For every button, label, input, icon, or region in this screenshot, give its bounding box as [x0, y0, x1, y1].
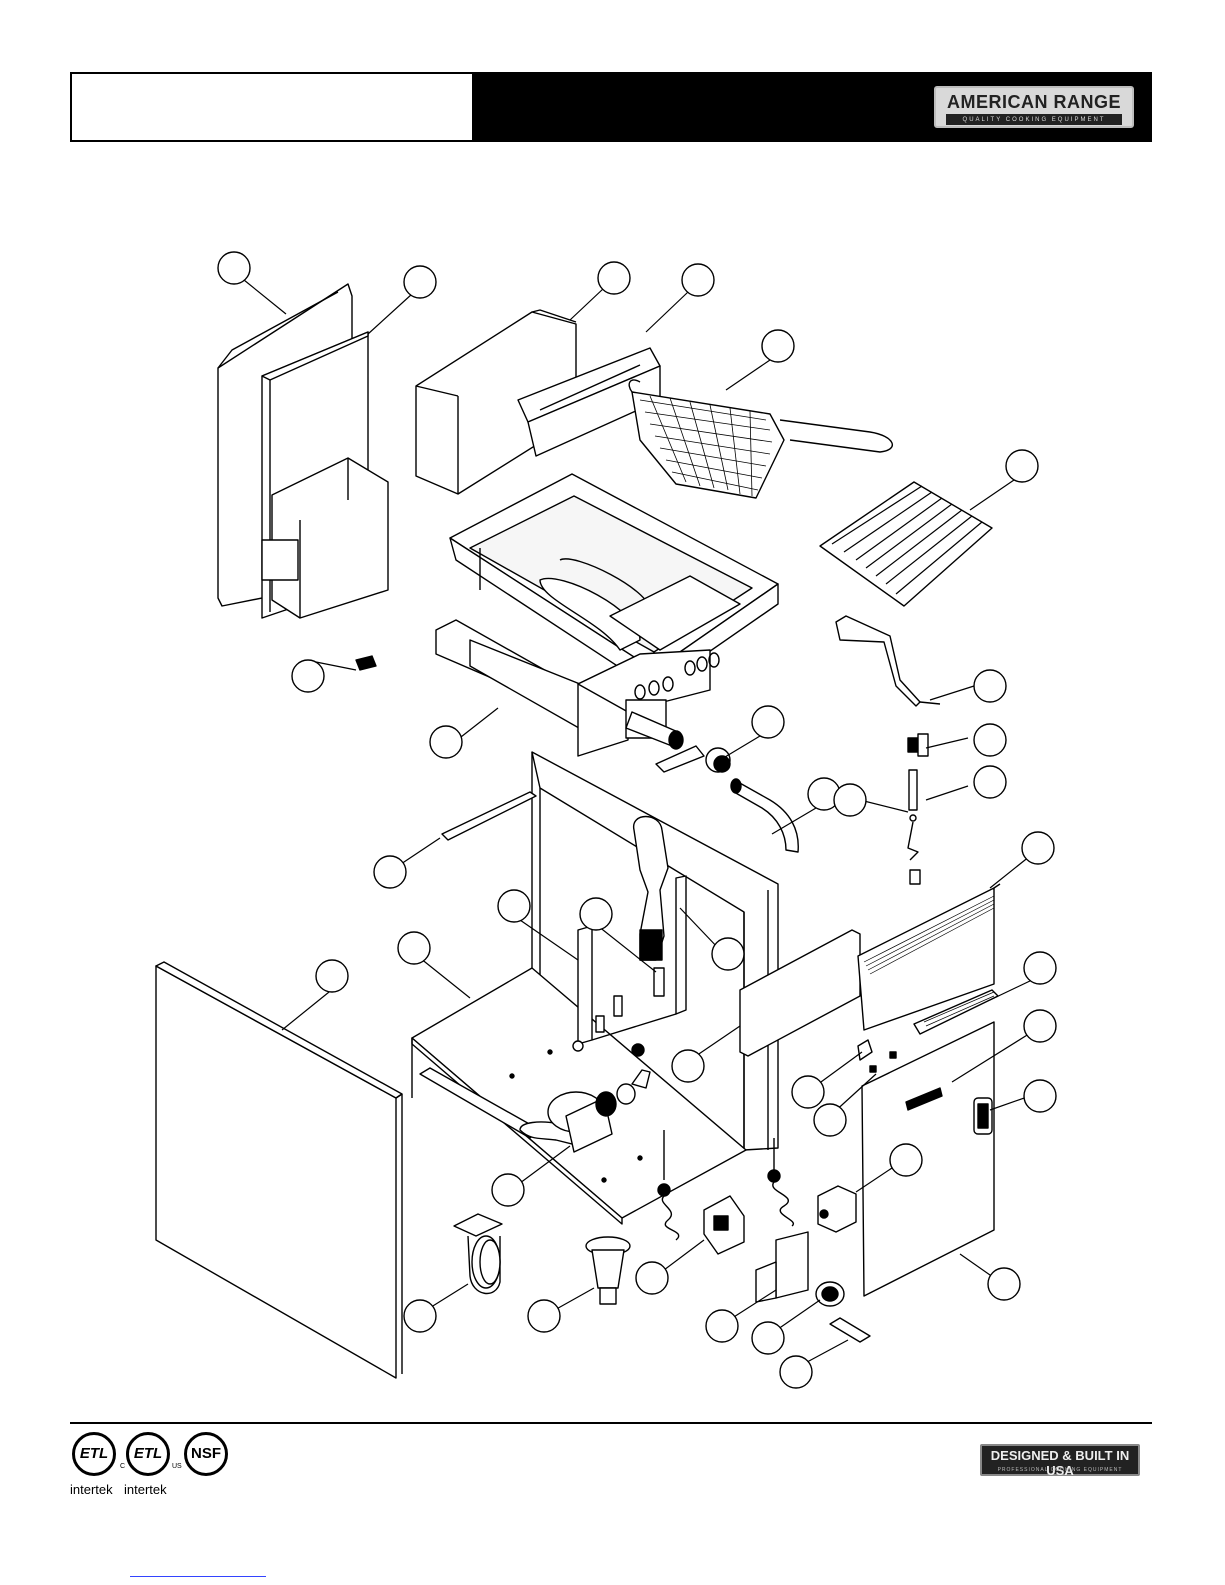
nsf-mark: NSF: [184, 1432, 228, 1476]
bottom-kick-plate: [830, 1318, 870, 1342]
callout-circle: [752, 706, 784, 738]
callout-circle: [492, 1174, 524, 1206]
temperature-probe: [908, 770, 920, 884]
callout-circle: [974, 670, 1006, 702]
footer-rule: [70, 1422, 1152, 1424]
callout-circle: [706, 1310, 738, 1342]
cabinet-door: [862, 1022, 994, 1296]
caster-wheel: [454, 1214, 502, 1293]
front-control-panel: [858, 884, 1000, 1030]
callout-circle: [834, 784, 866, 816]
callout-circle: [792, 1076, 824, 1108]
callout-circle: [1006, 450, 1038, 482]
junction-box: [818, 1186, 856, 1232]
fry-pot: [436, 474, 778, 756]
callout-circle: [636, 1262, 668, 1294]
callout-circle: [498, 890, 530, 922]
callout-circle: [814, 1104, 846, 1136]
callout-circle: [974, 766, 1006, 798]
thermocouple-right: [768, 1138, 793, 1226]
control-knob: [816, 1282, 844, 1306]
callout-circle: [528, 1300, 560, 1332]
callout-circle: [682, 264, 714, 296]
cert-us-label: US: [172, 1463, 182, 1470]
callout-circle: [218, 252, 250, 284]
callout-circle: [430, 726, 462, 758]
designed-built-usa-badge: DESIGNED & BUILT IN USA PROFESSIONAL COO…: [980, 1444, 1140, 1476]
callout-circle: [1024, 1080, 1056, 1112]
badge-sub-text: PROFESSIONAL COOKING EQUIPMENT: [982, 1467, 1138, 1473]
heat-shield-bracket: [836, 616, 940, 706]
callout-circle: [598, 262, 630, 294]
callout-circle: [404, 266, 436, 298]
callout-circle: [974, 724, 1006, 756]
callout-circle: [988, 1268, 1020, 1300]
basket-rack: [820, 482, 992, 606]
top-cross-rail: [442, 792, 536, 840]
flue-box: [262, 332, 388, 618]
callout-circle: [374, 856, 406, 888]
badge-main-text: DESIGNED & BUILT IN USA: [982, 1448, 1138, 1478]
pilot-burner: [596, 968, 664, 1032]
callout-circle: [1024, 952, 1056, 984]
control-bracket: [756, 1232, 808, 1302]
callout-circle: [1024, 1010, 1056, 1042]
callout-circle: [398, 932, 430, 964]
callout-circle: [762, 330, 794, 362]
callout-circle: [780, 1356, 812, 1388]
left-side-panel: [156, 962, 402, 1378]
drain-extension: [731, 779, 798, 852]
intertek-label-2: intertek: [124, 1482, 167, 1497]
door-hinge: [858, 1040, 896, 1072]
small-clip: [356, 656, 376, 670]
callout-circle: [752, 1322, 784, 1354]
callout-circle: [712, 938, 744, 970]
adjustable-leg: [586, 1237, 630, 1304]
callout-circle: [580, 898, 612, 930]
etl-c-us-mark: ETL: [126, 1432, 170, 1476]
callout-circle: [316, 960, 348, 992]
callout-circle: [404, 1300, 436, 1332]
fry-basket: [629, 380, 892, 498]
callout-circle: [292, 660, 324, 692]
callout-circle: [890, 1144, 922, 1176]
bottom-link-underline[interactable]: [130, 1576, 266, 1577]
drain-valve: [626, 712, 730, 772]
control-thermostat: [704, 1196, 744, 1254]
callout-circle: [672, 1050, 704, 1082]
callout-circle: [1022, 832, 1054, 864]
cert-c-label: C: [120, 1463, 125, 1470]
intertek-label-1: intertek: [70, 1482, 113, 1497]
etl-listed-mark: ETL: [72, 1432, 116, 1476]
hi-limit-switch: [908, 734, 928, 756]
burner-tube: [634, 817, 668, 961]
